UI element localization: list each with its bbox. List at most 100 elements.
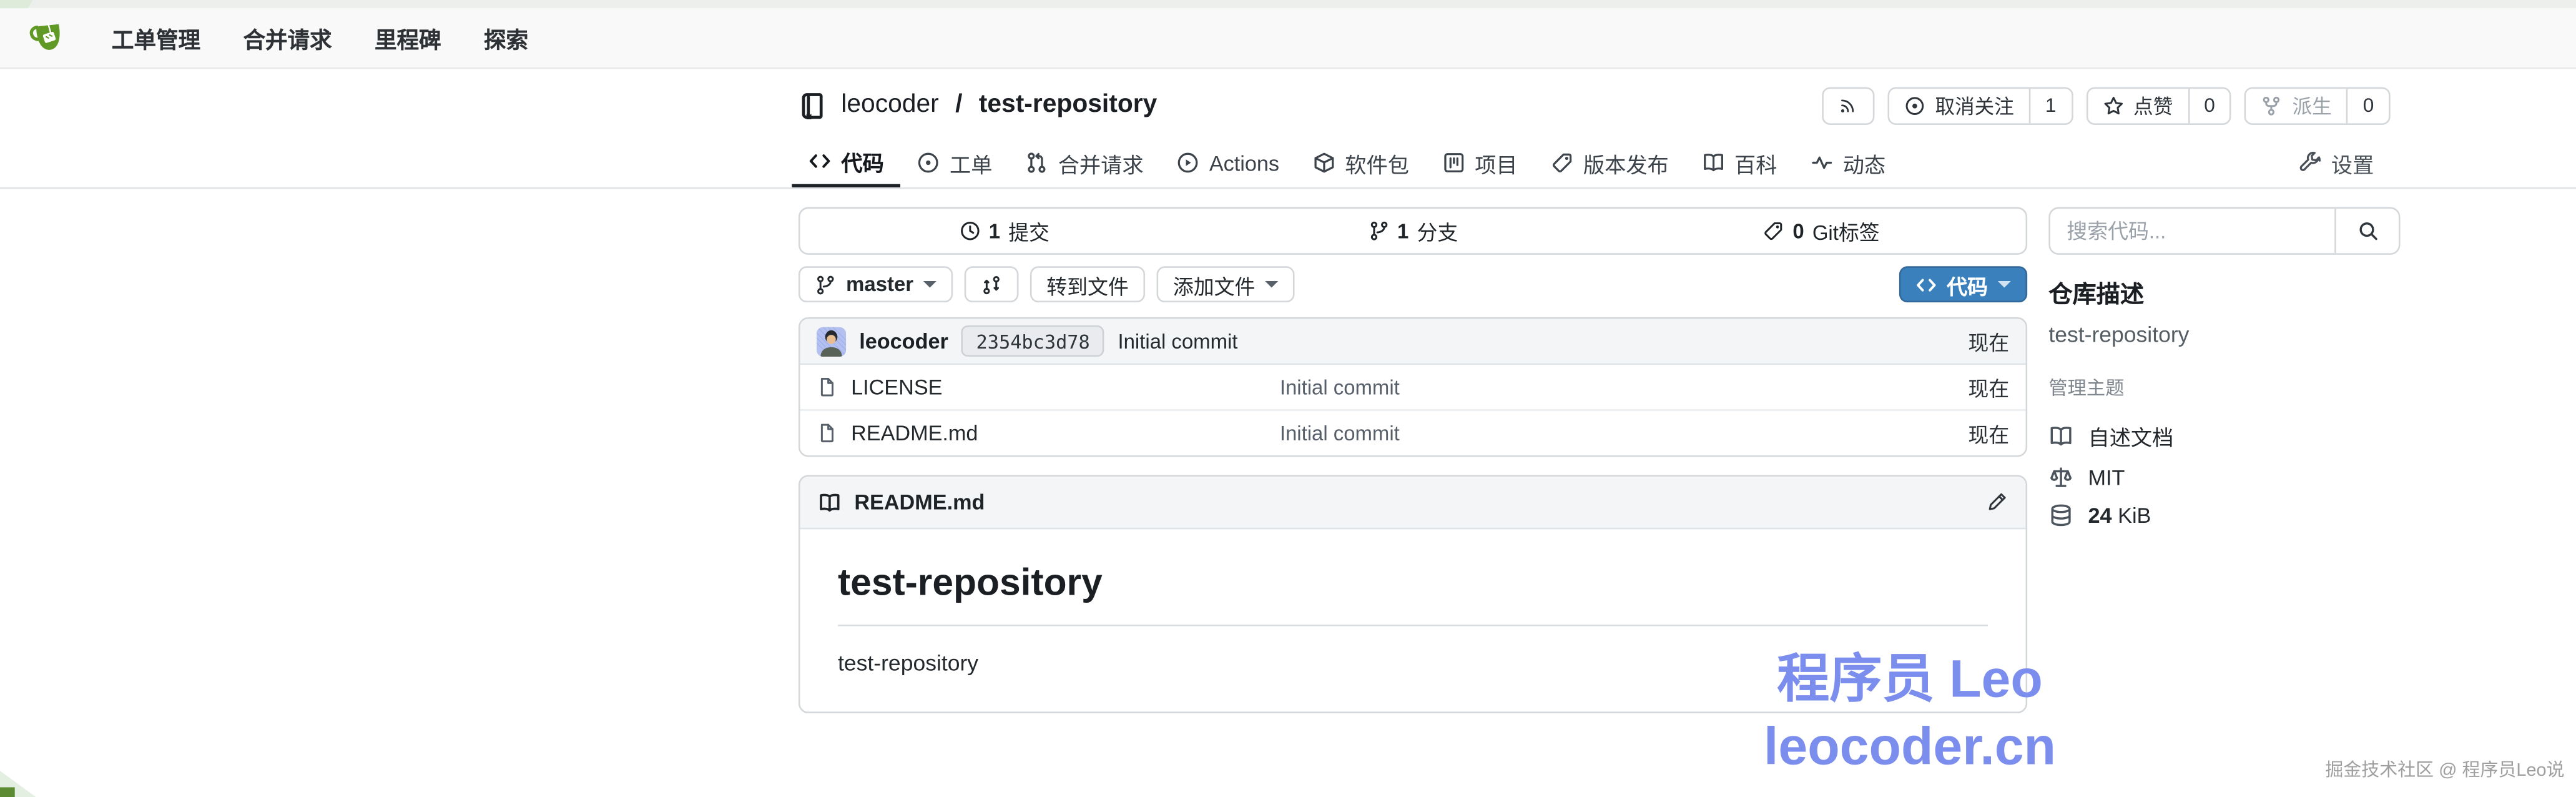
code-icon bbox=[809, 154, 830, 168]
file-commit-message-link[interactable]: Initial commit bbox=[1279, 421, 1400, 445]
file-list-table: leocoder 2354bc3d78 Initial commit 现在 LI… bbox=[798, 317, 2028, 457]
chevron-down-icon bbox=[1265, 280, 1279, 288]
tab-activity[interactable]: 动态 bbox=[1794, 138, 1902, 187]
tab-releases[interactable]: 版本发布 bbox=[1534, 138, 1685, 187]
nav-item-merge-requests[interactable]: 合并请求 bbox=[243, 27, 332, 53]
repo-book-icon bbox=[802, 92, 823, 119]
fork-icon bbox=[2263, 96, 2280, 115]
repo-owner-link[interactable]: leocoder bbox=[841, 90, 939, 119]
clock-icon bbox=[960, 221, 980, 240]
repo-sidebar: 仓库描述 test-repository 管理主题 自述文档 MIT bbox=[2048, 207, 2401, 528]
commit-message-link[interactable]: Initial commit bbox=[1118, 329, 1238, 353]
fork-button-group: 派生 0 bbox=[2244, 86, 2391, 124]
corner-decoration-bottom-left-green bbox=[0, 787, 15, 797]
pull-request-icon bbox=[1028, 152, 1046, 173]
project-board-icon bbox=[1443, 153, 1463, 172]
compare-button[interactable] bbox=[964, 266, 1019, 303]
edit-readme-button[interactable] bbox=[1986, 492, 2007, 513]
nav-item-milestones[interactable]: 里程碑 bbox=[374, 27, 441, 53]
branch-toolbar: master 转到文件 添加文件 代码 bbox=[798, 266, 2028, 303]
repo-header: leocoder / test-repository 取消关注 bbox=[0, 69, 2576, 142]
window-top-strip bbox=[0, 0, 2576, 9]
tab-projects[interactable]: 项目 bbox=[1425, 138, 1534, 187]
fork-button[interactable]: 派生 bbox=[2246, 88, 2347, 122]
goto-file-button[interactable]: 转到文件 bbox=[1030, 266, 1146, 303]
tag-icon bbox=[1552, 153, 1571, 173]
code-icon bbox=[1917, 278, 1936, 291]
activity-icon bbox=[1811, 156, 1832, 169]
star-button-group: 点赞 0 bbox=[2085, 86, 2232, 124]
forks-count[interactable]: 0 bbox=[2346, 87, 2389, 123]
latest-commit-row: leocoder 2354bc3d78 Initial commit 现在 bbox=[800, 319, 2026, 365]
file-icon bbox=[820, 423, 833, 443]
tab-packages[interactable]: 软件包 bbox=[1295, 138, 1425, 187]
book-icon bbox=[1703, 154, 1723, 172]
top-navbar: 工单管理 合并请求 里程碑 探索 bbox=[0, 8, 2576, 69]
repo-name-link[interactable]: test-repository bbox=[978, 90, 1158, 119]
readme-meta-link[interactable]: 自述文档 bbox=[2048, 421, 2400, 452]
tab-settings[interactable]: 设置 bbox=[2282, 138, 2391, 187]
book-icon bbox=[2050, 427, 2072, 446]
pencil-icon bbox=[1989, 493, 2006, 510]
repo-size-item: 24 KiB bbox=[2048, 503, 2400, 528]
git-tag-icon bbox=[1764, 222, 1782, 240]
rss-button[interactable] bbox=[1821, 86, 1875, 124]
commit-hash-link[interactable]: 2354bc3d78 bbox=[961, 325, 1105, 357]
commit-author-link[interactable]: leocoder bbox=[859, 329, 948, 354]
eye-icon bbox=[1905, 96, 1924, 114]
gitea-logo-icon[interactable] bbox=[26, 19, 67, 57]
nav-item-issues[interactable]: 工单管理 bbox=[111, 27, 201, 53]
law-scales-icon bbox=[2050, 467, 2072, 487]
play-circle-icon bbox=[1177, 152, 1198, 173]
search-icon bbox=[2359, 222, 2377, 240]
repo-tabs: 代码 工单 合并请求 Actions 软件包 bbox=[0, 138, 2576, 189]
watch-button-group: 取消关注 1 bbox=[1887, 86, 2073, 124]
file-commit-time: 现在 bbox=[1968, 378, 2010, 402]
repo-meta-list: 自述文档 MIT 24 KiB bbox=[2048, 421, 2400, 528]
file-link-license[interactable]: LICENSE bbox=[817, 375, 1280, 399]
tab-actions[interactable]: Actions bbox=[1160, 138, 1295, 187]
watermark-line2: leocoder.cn bbox=[1764, 716, 2056, 776]
file-link-readme[interactable]: README.md bbox=[817, 421, 1280, 445]
add-file-button[interactable]: 添加文件 bbox=[1156, 266, 1295, 303]
branch-selector[interactable]: master bbox=[798, 266, 953, 303]
commit-time: 现在 bbox=[1968, 332, 2010, 355]
repo-action-buttons: 取消关注 1 点赞 0 派生 bbox=[1821, 86, 2391, 124]
code-download-button[interactable]: 代码 bbox=[1899, 266, 2028, 303]
branch-icon bbox=[817, 275, 834, 294]
rss-icon bbox=[1841, 99, 1854, 113]
tab-pull-requests[interactable]: 合并请求 bbox=[1009, 138, 1160, 187]
tab-code[interactable]: 代码 bbox=[792, 138, 901, 187]
file-commit-message-link[interactable]: Initial commit bbox=[1279, 375, 1400, 399]
table-row: README.md Initial commit 现在 bbox=[800, 410, 2026, 455]
tab-wiki[interactable]: 百科 bbox=[1685, 138, 1794, 187]
license-meta-link[interactable]: MIT bbox=[2048, 465, 2400, 490]
package-icon bbox=[1314, 152, 1334, 173]
repo-title-separator: / bbox=[955, 90, 963, 119]
code-search-box bbox=[2048, 207, 2401, 255]
search-button[interactable] bbox=[2334, 209, 2399, 254]
nav-item-explore[interactable]: 探索 bbox=[483, 27, 528, 53]
file-commit-time: 现在 bbox=[1968, 423, 2010, 447]
issue-icon bbox=[918, 152, 938, 173]
repo-size-value: 24 bbox=[2088, 503, 2112, 528]
search-input[interactable] bbox=[2050, 209, 2335, 254]
stars-count[interactable]: 0 bbox=[2187, 87, 2230, 123]
compare-icon bbox=[983, 275, 1000, 294]
file-icon bbox=[820, 377, 833, 397]
readme-paragraph: test-repository bbox=[838, 651, 979, 676]
repo-description-text: test-repository bbox=[2048, 322, 2190, 347]
readme-heading: test-repository bbox=[838, 549, 1988, 626]
manage-topics-link[interactable]: 管理主题 bbox=[2048, 379, 2125, 400]
star-button[interactable]: 点赞 bbox=[2087, 88, 2188, 122]
tab-issues[interactable]: 工单 bbox=[900, 138, 1009, 187]
watchers-count[interactable]: 1 bbox=[2028, 87, 2072, 123]
unwatch-button[interactable]: 取消关注 bbox=[1889, 88, 2029, 122]
avatar[interactable] bbox=[816, 326, 847, 356]
